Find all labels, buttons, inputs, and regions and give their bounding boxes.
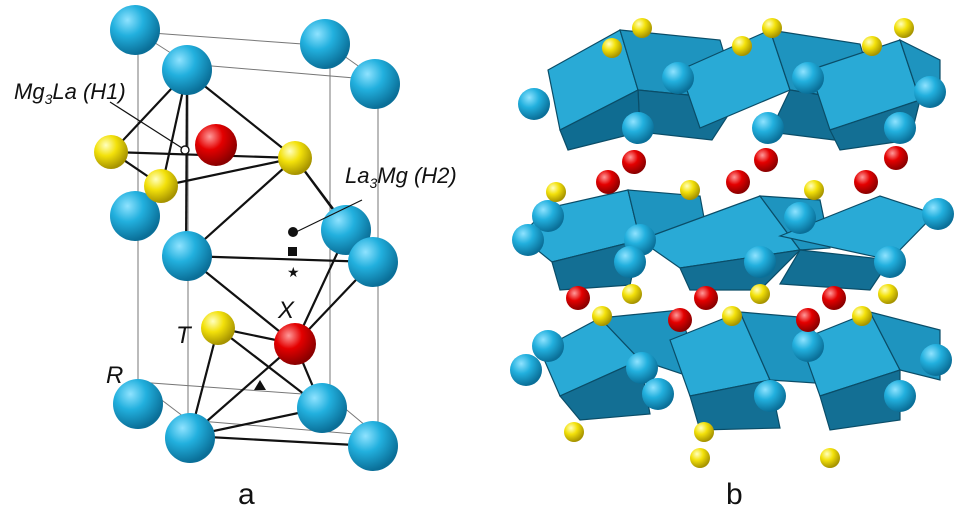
panel-b: b — [510, 18, 954, 511]
star-marker: ★ — [287, 264, 300, 280]
r-atom — [162, 45, 212, 95]
t-atom — [94, 135, 128, 169]
panel-b-t-atoms — [546, 18, 914, 468]
r-atom — [348, 421, 398, 471]
la3mg-h2-label: La3Mg (H2) — [345, 163, 457, 191]
panel-a-caption: a — [238, 478, 255, 511]
square-marker — [288, 247, 297, 256]
x-atom — [195, 124, 237, 166]
r-site-label: R — [106, 362, 123, 389]
t-atom — [201, 311, 235, 345]
r-atom — [297, 383, 347, 433]
r-atom — [110, 5, 160, 55]
t-site-label: T — [176, 322, 193, 349]
panel-b-r-atoms — [510, 62, 954, 412]
panel-b-caption: b — [726, 478, 743, 511]
r-atom — [300, 19, 350, 69]
r-atom — [350, 59, 400, 109]
t-atom — [278, 141, 312, 175]
mg3la-h1-label: Mg3La (H1) — [14, 79, 126, 107]
r-atom — [110, 191, 160, 241]
panel-b-x-atoms — [566, 146, 908, 332]
triangle-marker — [254, 380, 266, 390]
polyhedra-bottom-layer — [539, 309, 941, 431]
x-site-label: X — [277, 297, 295, 324]
t-atom — [144, 169, 178, 203]
r-atom — [348, 237, 398, 287]
panel-a: ★ Mg3La (H1) La3Mg (H2) X T R a — [14, 5, 457, 511]
x-atom — [274, 323, 316, 365]
r-atom — [165, 413, 215, 463]
h2-site-marker — [288, 227, 298, 237]
r-atom — [162, 231, 212, 281]
polyhedra-middle-layer — [519, 189, 937, 291]
r-atom — [113, 379, 163, 429]
h1-site-marker — [180, 145, 190, 155]
h2-pointer-line — [295, 199, 363, 233]
h1-pointer-line — [109, 101, 183, 149]
